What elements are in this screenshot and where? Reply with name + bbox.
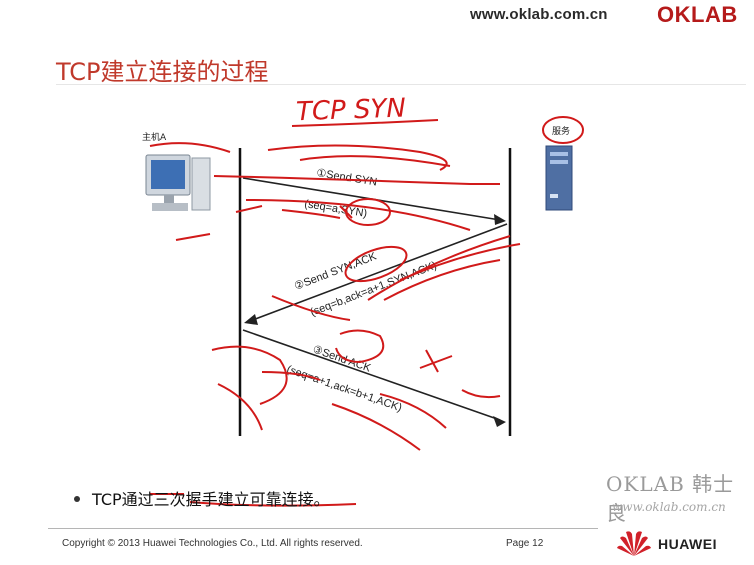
- site-url: www.oklab.com.cn: [470, 6, 608, 23]
- watermark-url: www.oklab.com.cn: [612, 500, 726, 514]
- ack-arrow: [242, 329, 501, 421]
- watermark-brand: OKLAB 韩士良: [606, 472, 735, 525]
- slide-title: TCP建立连接的过程: [56, 58, 269, 86]
- server-label-circle: [542, 116, 584, 144]
- synack-arrowhead: [244, 314, 258, 325]
- syn-arrowhead: [494, 214, 506, 225]
- title-underline: [291, 119, 439, 127]
- server-label: 服务: [552, 125, 570, 137]
- huawei-wordmark: HUAWEI: [658, 536, 717, 552]
- huawei-logo-icon: [617, 531, 651, 556]
- step1-label: ①Send SYN: [316, 167, 378, 188]
- bullet-point: TCP通过三次握手建立可靠连接。: [74, 486, 330, 510]
- computer-icon: [145, 154, 211, 211]
- handwritten-annotations: [149, 142, 521, 507]
- step3-label: ③Send ACK: [311, 343, 373, 374]
- oklab-logo: OKLAB: [657, 2, 738, 27]
- host-label: 主机A: [142, 131, 167, 143]
- title-divider: [56, 84, 746, 85]
- page-number: Page 12: [506, 538, 544, 549]
- ack-arrowhead: [493, 416, 506, 427]
- synack-arrow: [249, 223, 508, 322]
- copyright-text: Copyright © 2013 Huawei Technologies Co.…: [62, 538, 363, 549]
- bullet-dot-icon: [74, 495, 80, 502]
- server-icon: [545, 145, 573, 211]
- bullet-text: TCP通过三次握手建立可靠连接。: [92, 490, 330, 509]
- footer-divider: [48, 528, 598, 529]
- step3-seq: (seq=a+1,ack=b+1,ACK): [285, 363, 403, 414]
